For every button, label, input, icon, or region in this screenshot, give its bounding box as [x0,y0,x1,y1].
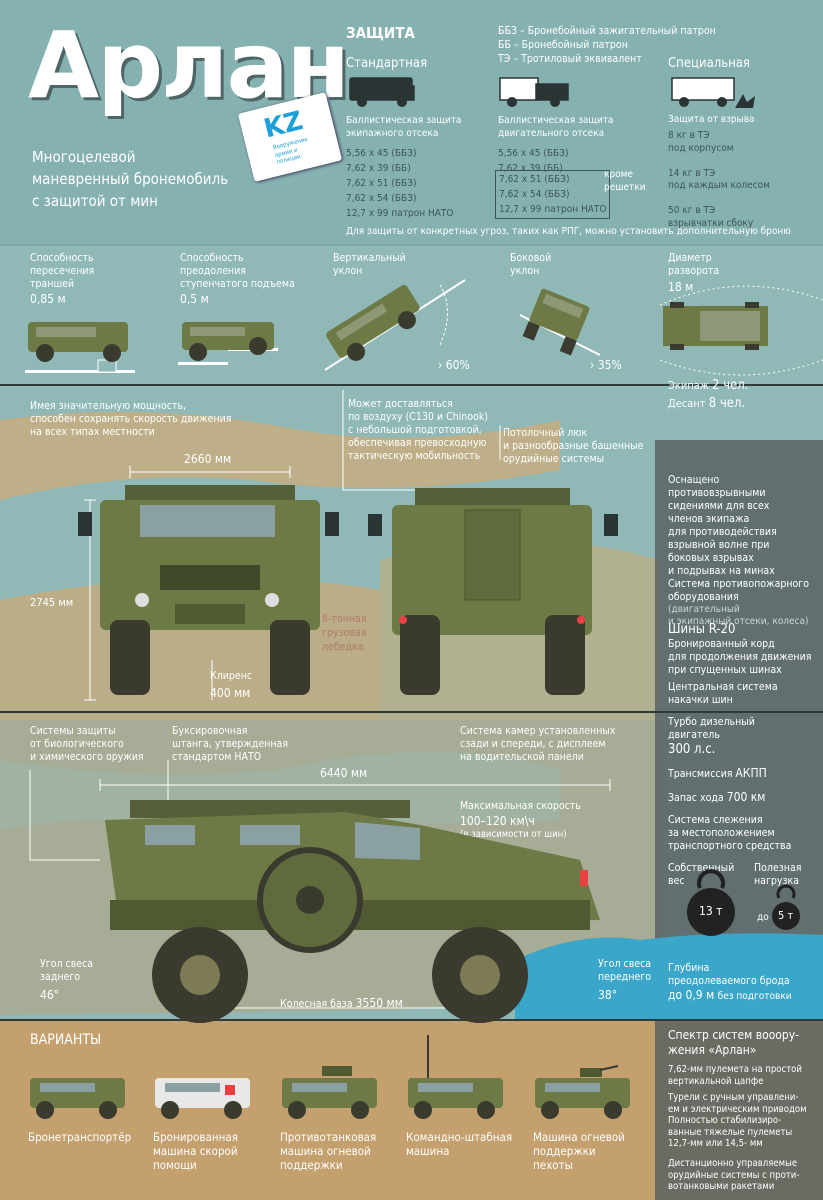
range-value: 700 км [726,790,766,804]
variant-apc: Бронетранспортёр [28,1130,132,1144]
rear-angle-value: 46° [40,988,60,1002]
speed-note: (в зависимости от шин) [460,829,567,840]
special-title: Специальная [668,56,750,71]
camera-text: Система камер установленных сзади и спер… [460,725,616,763]
payload-prefix: до [757,912,769,923]
wheelbase-label: Колесная база [280,998,353,1010]
variants-heading: ВАРИАНТЫ [30,1032,102,1048]
sslope-value: › 35% [590,358,622,372]
ford-value: до 0,9 м [668,988,715,1002]
speed-value: 100–120 км\ч [460,814,535,828]
engine-note: кроме решетки [604,169,646,193]
rear-angle-label: Угол свеса заднего [40,958,94,983]
tracking-text: Система слежения за местоположением тран… [668,814,792,852]
trans-label: Трансмиссия [668,768,733,780]
ford: до 0,9 м без подготовки [668,988,792,1004]
air-text: Может доставляться по воздуху (С130 и Ch… [348,398,488,462]
front-angle-value: 38° [598,988,618,1002]
protection-car-icons [349,77,755,108]
fire-title: Система противопожарного оборудования [668,578,810,603]
trench-label: Способность пересечения траншей [30,252,95,290]
standard-list: 5,56 х 45 (ББЗ) 7,62 х 39 (ББ) 7,62 х 51… [346,148,454,219]
engine-list-boxed: 7,62 х 51 (ББЗ) 7,62 х 54 (ББЗ) 12,7 х 9… [495,170,611,219]
turn-value: 18 м [668,280,694,294]
vslope-value: › 60% [438,358,470,372]
crew-value: 2 чел. [711,378,749,393]
height-label: 2745 мм [30,596,74,609]
clearance-label: Клиренс [210,670,253,682]
protection-legend: ББЗ – Бронебойный зажигательный патрон Б… [498,25,716,65]
clearance-value: 400 мм [210,686,251,700]
width-label: 2660 мм [184,452,232,466]
sslope-label: Боковой уклон [510,252,552,277]
ford-label: Глубина преодолеваемого брода [668,962,790,987]
troops-label: Десант 8 чел. [668,396,745,412]
winch-label: 8-тонная грузовая лебедка [322,613,367,653]
protection-heading: ЗАЩИТА [346,24,415,42]
ford-note: без подготовки [717,991,792,1002]
tires-text: Бронированный корд для продолжения движе… [668,638,812,676]
crew-label-text: Экипаж [668,379,709,392]
engine-spec-value: 300 л.с. [668,742,716,757]
wheelbase-value: 3550 мм [355,996,403,1010]
engine-label: Баллистическая защита двигательного отсе… [498,115,614,139]
tow-text: Буксировочная штанга, утвержденная станд… [172,725,289,763]
power-text: Имея значительную мощность, способен сох… [30,400,232,438]
engine-list-top: 5,56 х 45 (ББЗ) 7,62 х 39 (ББ) [498,148,569,174]
troops-label-text: Десант [668,397,706,410]
payload-value: 5 т [778,909,794,922]
seats-text: Оснащено противовзрывными сидениями для … [668,474,777,577]
title: Арлан [28,12,350,119]
weight-value: 13 т [699,904,723,918]
hatch-text: Потолочный люк и разнообразные башенные … [503,427,644,465]
troops-value: 8 чел. [708,396,746,411]
wheelbase: Колесная база 3550 мм [280,996,403,1011]
range-label: Запас хода [668,792,724,804]
trans-value: АКПП [735,766,767,780]
variant-fire-support: Машина огневой поддержки пехоты [533,1130,625,1172]
length-label: 6440 мм [320,766,368,780]
fire-note: (двигательный и экипажный отсеки, колеса… [668,604,809,627]
tires-title: Шины R-20 [668,622,736,637]
step-label: Способность преодоления ступенчатого под… [180,252,295,290]
speed-label: Максимальная скорость [460,800,581,812]
trench-value: 0,85 м [30,292,66,306]
weight-icons [687,869,800,936]
weapons-title: Спектр систем вооору- жения «Арлан» [668,1028,800,1057]
standard-title: Стандартная [346,56,428,71]
subtitle: Многоцелевой маневренный бронемобиль с з… [32,148,229,210]
variant-antitank: Противотанковая машина огневой поддержки [280,1130,377,1172]
vslope-label: Вертикальный уклон [333,252,406,277]
range: Запас хода 700 км [668,790,765,805]
special-items: 8 кг в ТЭ под корпусом 14 кг в ТЭ под ка… [668,130,770,229]
special-label: Защита от взрыва [668,114,755,125]
protection-footer: Для защиты от конкретных угроз, таких ка… [346,226,791,237]
side-illustration [29,760,611,1023]
engine-spec-label: Турбо дизельный двигатель [668,716,755,741]
inflation-text: Центральная система накачки шин [668,681,778,706]
trans: Трансмиссия АКПП [668,766,767,781]
weapon-1: 7,62-мм пулемета на простой вертикальной… [668,1064,802,1087]
turn-label: Диаметр разворота [668,252,720,277]
variant-ambulance: Бронированная машина скорой помощи [153,1130,238,1172]
weapon-2: Турели с ручным управлени- ем и электрич… [668,1092,807,1149]
standard-label: Баллистическая защита экипажного отсека [346,115,462,139]
variant-command: Командно-штабная машина [406,1130,513,1158]
payload-label: Полезная нагрузка [754,862,802,887]
step-value: 0,5 м [180,292,209,306]
mobility-illustrations [25,279,823,376]
front-angle-label: Угол свеса переднего [598,958,652,983]
bio-text: Системы защиты от биологического и химич… [30,725,144,763]
crew-label: Экипаж 2 чел. [668,378,748,394]
front-rear-illustration [78,390,618,701]
weapon-3: Дистанционно управляемые орудийные систе… [668,1158,800,1192]
